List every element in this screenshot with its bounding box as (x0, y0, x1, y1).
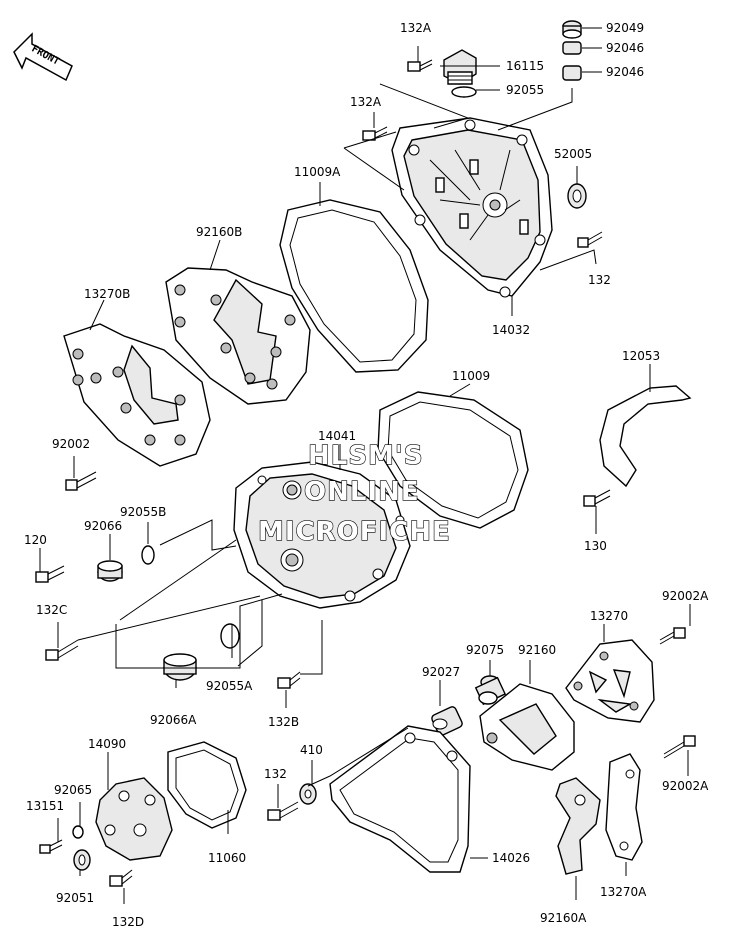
callout-92049: 92049 (606, 21, 644, 35)
bolt-132-top (577, 231, 603, 248)
bolt-132D (109, 869, 133, 887)
collar-92075 (474, 675, 507, 706)
plug-92066A (163, 653, 197, 681)
callout-92075: 92075 (466, 643, 504, 657)
callout-132A-mid: 132A (350, 95, 382, 109)
gasket-11009A (279, 199, 429, 373)
callout-410: 410 (300, 743, 323, 757)
collar-92027 (431, 706, 463, 736)
watermark-line-1: HLSM'S (308, 441, 424, 471)
callout-92027: 92027 (422, 665, 460, 679)
bolt-92002A-bot (663, 735, 696, 759)
washer-410 (299, 783, 317, 805)
callout-132-top: 132 (588, 273, 611, 287)
gasket-11009 (377, 391, 529, 529)
plate-13270A (605, 753, 643, 861)
bolt-120 (35, 565, 65, 583)
callout-92160B: 92160B (196, 225, 242, 239)
gasket-11060 (167, 741, 247, 829)
plate-13270B (63, 323, 211, 467)
callout-13270B: 13270B (84, 287, 130, 301)
callout-132C: 132C (36, 603, 67, 617)
callout-92160: 92160 (518, 643, 556, 657)
front-arrow-icon: FRONT (13, 32, 73, 82)
bolt-132A-top (407, 59, 433, 72)
cap-92049 (562, 20, 582, 39)
callout-130: 130 (584, 539, 607, 553)
callout-92066A: 92066A (150, 713, 197, 727)
bolt-130 (583, 489, 611, 507)
damper-92160 (479, 683, 575, 771)
bolt-132C (45, 639, 79, 661)
callout-92055B: 92055B (120, 505, 166, 519)
callout-14032: 14032 (492, 323, 530, 337)
callout-14041: 14041 (318, 429, 356, 443)
callout-92160A: 92160A (540, 911, 587, 925)
callout-13270A: 13270A (600, 885, 647, 899)
callout-92055: 92055 (506, 83, 544, 97)
seal-52005 (567, 183, 587, 209)
callout-92002A-bot: 92002A (662, 779, 709, 793)
callout-labels: 132A 92049 92046 16115 92046 92055 132A … (24, 21, 709, 929)
callout-132B: 132B (268, 715, 299, 729)
bolt-92002 (65, 471, 97, 491)
o-ring-92055B (141, 545, 155, 565)
watermark-line-3: MICROFICHE (258, 517, 451, 547)
watermark-line-2: ONLINE (304, 477, 420, 507)
callout-12053: 12053 (622, 349, 660, 363)
o-ring-92055A (220, 623, 240, 649)
cover-14090 (95, 777, 173, 861)
guard-12053 (599, 385, 692, 488)
callout-14090: 14090 (88, 737, 126, 751)
damper-92160B (165, 267, 311, 405)
callout-92051: 92051 (56, 891, 94, 905)
callout-92066: 92066 (84, 519, 122, 533)
callout-11009A: 11009A (294, 165, 341, 179)
collar-92046-b (562, 65, 582, 81)
collar-92046-a (562, 41, 582, 55)
callout-16115: 16115 (506, 59, 544, 73)
callout-92046-a: 92046 (606, 41, 644, 55)
oil-filler-cap-16115 (443, 49, 477, 85)
crankcase-cover-14041 (233, 461, 411, 609)
callout-92055A: 92055A (206, 679, 253, 693)
damper-92160A (555, 777, 601, 875)
o-ring-92065 (72, 825, 84, 839)
callout-92002: 92002 (52, 437, 90, 451)
callout-13270: 13270 (590, 609, 628, 623)
bolt-13151 (39, 839, 63, 854)
callout-13151: 13151 (26, 799, 64, 813)
plug-92066 (97, 560, 123, 582)
callout-11060: 11060 (208, 851, 246, 865)
callout-14026: 14026 (492, 851, 530, 865)
callout-52005: 52005 (554, 147, 592, 161)
callout-132A-top: 132A (400, 21, 432, 35)
leader-lines (39, 27, 691, 904)
callout-132D: 132D (112, 915, 144, 929)
callout-132-bot: 132 (264, 767, 287, 781)
bolt-132-bot (267, 801, 299, 821)
plate-13270 (565, 639, 655, 723)
callout-92046-b: 92046 (606, 65, 644, 79)
o-ring-92055 (451, 86, 477, 98)
collar-92051 (73, 849, 91, 871)
bolt-92002A-top (659, 627, 686, 645)
watermark: HLSM'S ONLINE MICROFICHE (257, 440, 451, 547)
callout-92065: 92065 (54, 783, 92, 797)
outer-cover-14026 (329, 725, 471, 873)
bolt-132B (277, 671, 301, 689)
callout-92002A-top: 92002A (662, 589, 709, 603)
callout-120: 120 (24, 533, 47, 547)
callout-11009: 11009 (452, 369, 490, 383)
